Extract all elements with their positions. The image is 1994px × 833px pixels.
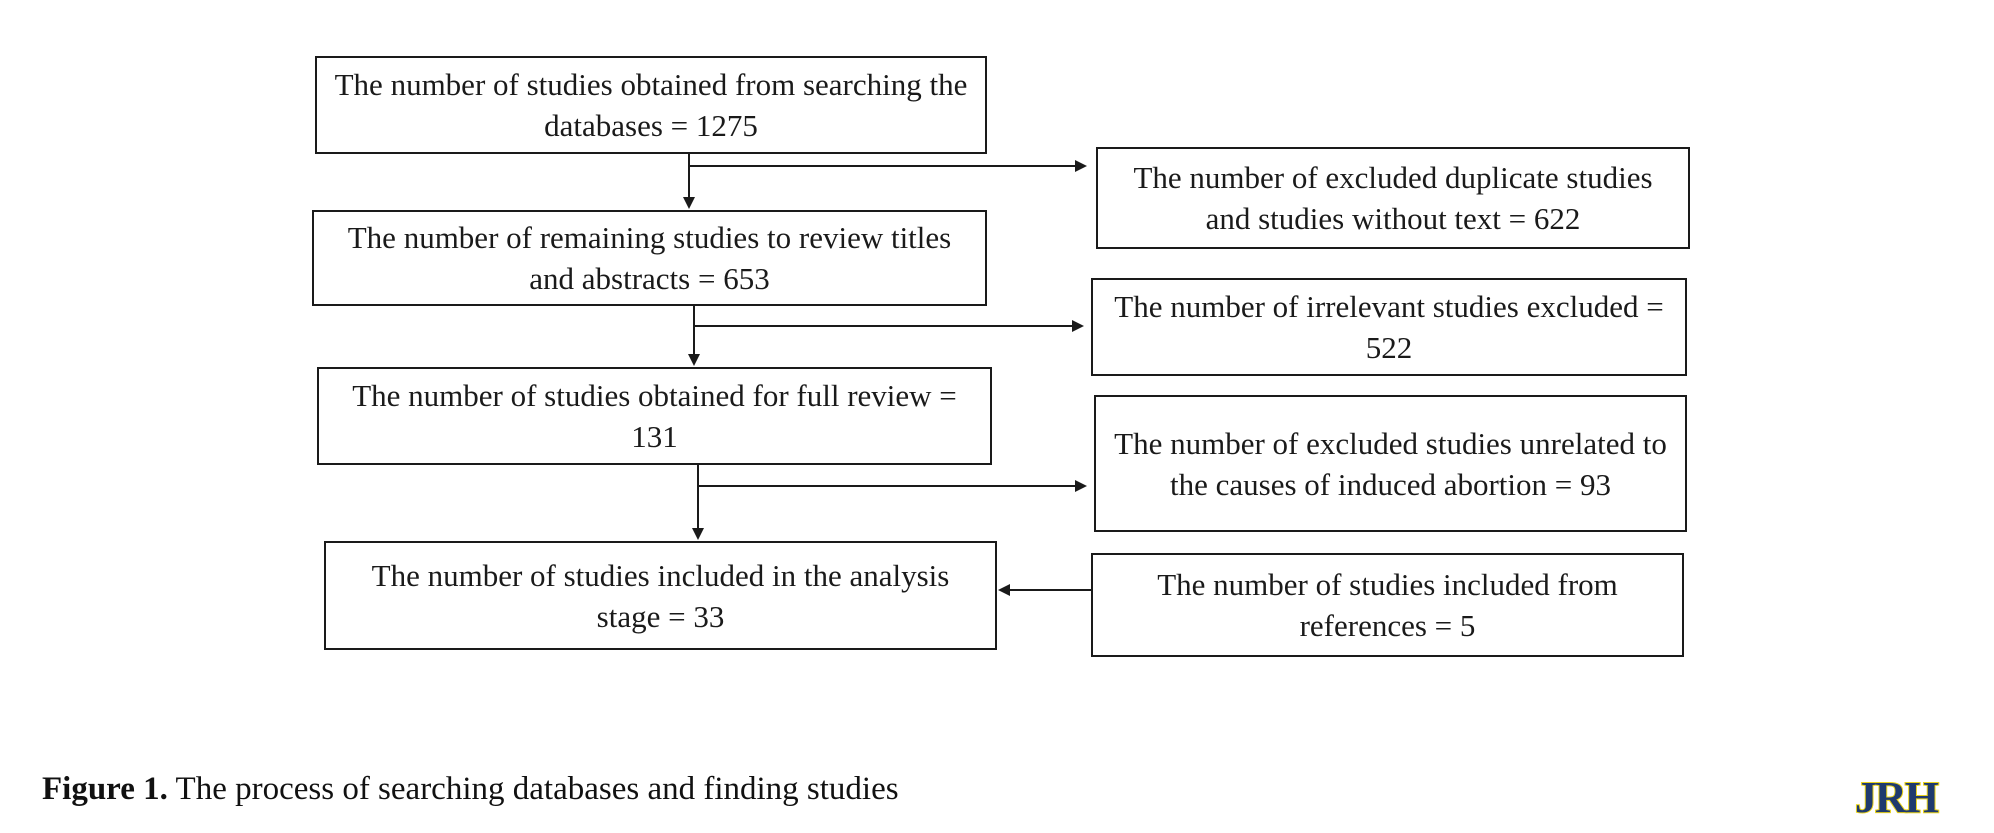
box-irrelevant-excluded: The number of irrelevant studies exclude… [1091,278,1687,376]
logo-text: JRH [1855,776,1939,818]
box-included-analysis: The number of studies included in the an… [324,541,997,650]
jrh-logo: JRH [1840,776,1952,818]
box-databases-searched: The number of studies obtained from sear… [315,56,987,154]
figure-caption: Figure 1. The process of searching datab… [42,771,899,808]
figure-label: Figure 1. [42,771,168,807]
box-title-abstract-review: The number of remaining studies to revie… [312,210,987,306]
box-full-review: The number of studies obtained for full … [317,367,992,465]
box-unrelated-excluded: The number of excluded studies unrelated… [1094,395,1687,532]
figure-caption-text: The process of searching databases and f… [175,771,899,807]
box-from-references: The number of studies included from refe… [1091,553,1684,657]
box-duplicates-excluded: The number of excluded duplicate studies… [1096,147,1690,249]
